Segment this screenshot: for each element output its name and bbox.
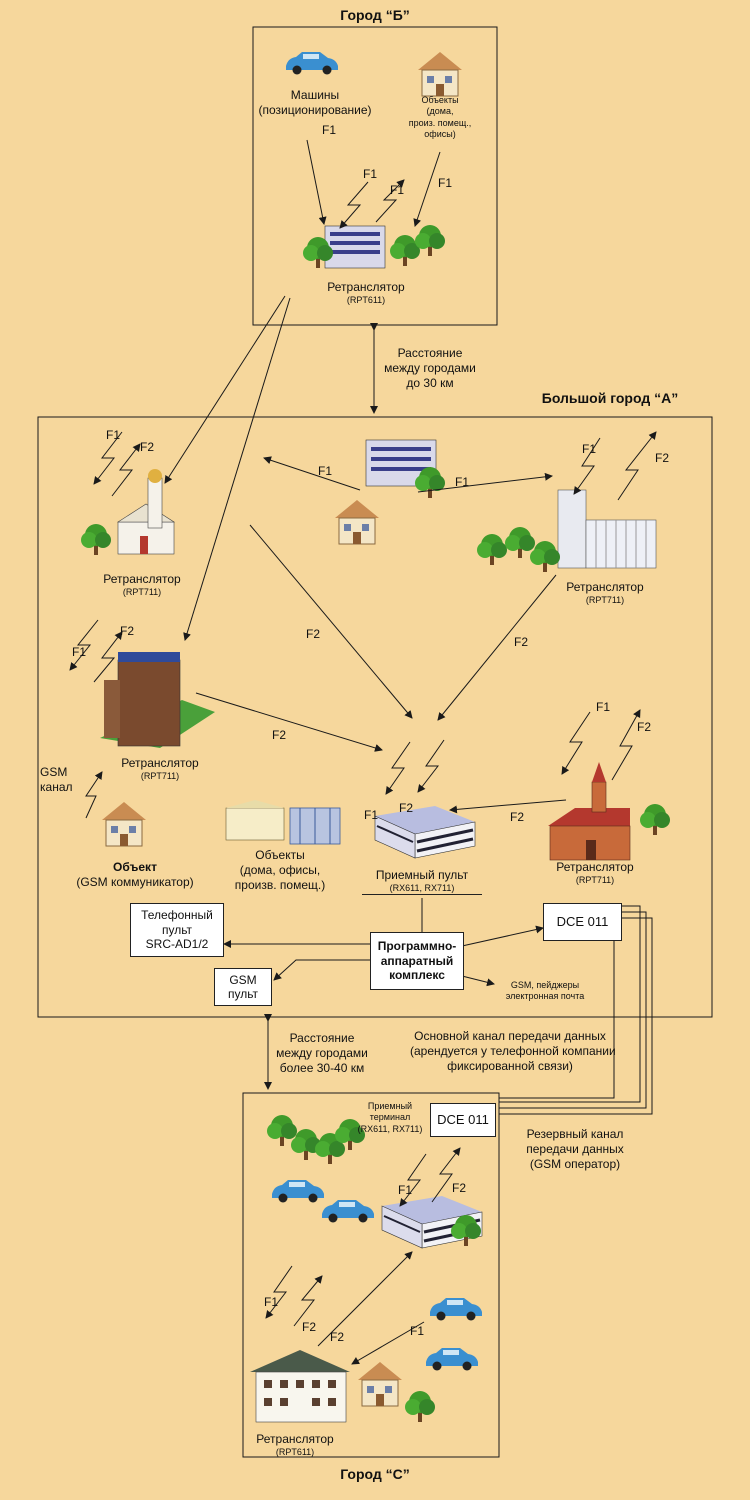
object-gsm-label: Объект(GSM коммуникатор) (76, 860, 194, 889)
freq-label: F1 (390, 183, 405, 197)
repeater-b-label: Ретранслятор(RPT611) (327, 280, 405, 305)
tower-repeater-icon (100, 652, 215, 748)
repeater-ml-label: Ретранслятор(RPT711) (121, 756, 199, 781)
repeater-tl-label: Ретранслятор(RPT711) (103, 572, 181, 597)
city-c-title: Город “С” (340, 1466, 410, 1482)
freq-label: F2 (302, 1320, 317, 1334)
freq-label: F1 (72, 645, 87, 659)
city-b-title: Город “Б” (340, 7, 410, 23)
freq-label: F1 (363, 167, 378, 181)
freq-label: F2 (514, 635, 529, 649)
objects-b-label: Объекты(дома,произ. помещ.,офисы) (408, 95, 472, 139)
freq-label: F1 (106, 428, 121, 442)
freq-label: F1 (364, 808, 379, 822)
freq-label: F1 (398, 1183, 413, 1197)
city-a-frame (37, 416, 713, 1018)
freq-label: F1 (455, 475, 470, 489)
brick-church-repeater-icon (548, 762, 631, 861)
freq-label: F2 (120, 624, 135, 638)
freq-label: F1 (318, 464, 333, 478)
church-repeater-icon (116, 469, 176, 555)
repeater-c-building-icon (250, 1350, 350, 1423)
freq-label: F2 (510, 810, 525, 824)
dce-a-box: DCE 011 (543, 903, 622, 941)
freq-label: F2 (306, 627, 321, 641)
freq-label: F2 (272, 728, 287, 742)
freq-label: F1 (438, 176, 453, 190)
freq-label: F2 (399, 801, 414, 815)
freq-label: F1 (582, 442, 597, 456)
freq-label: F2 (637, 720, 652, 734)
freq-label: F1 (264, 1295, 279, 1309)
repeater-b-building-icon (324, 225, 386, 269)
cars-label: Машины(позиционирование) (258, 88, 372, 117)
repeater-tr-label: Ретранслятор(RPT711) (566, 580, 644, 605)
freq-label: F2 (655, 451, 670, 465)
freq-label: F1 (322, 123, 337, 137)
city-c-frame (242, 1092, 500, 1458)
freq-label: F2 (330, 1330, 345, 1344)
dce-c-box: DCE 011 (430, 1103, 496, 1137)
objects-buildings-icon (225, 800, 341, 845)
repeater-br-label: Ретранслятор(RPT711) (556, 860, 634, 885)
freq-label: F2 (140, 440, 155, 454)
freq-label: F2 (452, 1181, 467, 1195)
silo-repeater-icon (557, 489, 657, 569)
freq-label: F1 (596, 700, 611, 714)
freq-label: F1 (410, 1324, 425, 1338)
receiver-label: Приемный пульт(RX611, RX711) (362, 868, 482, 896)
objects-a-label: Объекты(дома, офисы,произв. помещ.) (234, 848, 326, 892)
main-channel-label: Основной канал передачи данных(арендуетс… (410, 1029, 616, 1073)
repeater-c-label: Ретранслятор(RPT611) (256, 1432, 334, 1457)
city-a-title: Большой город “А” (541, 390, 679, 406)
